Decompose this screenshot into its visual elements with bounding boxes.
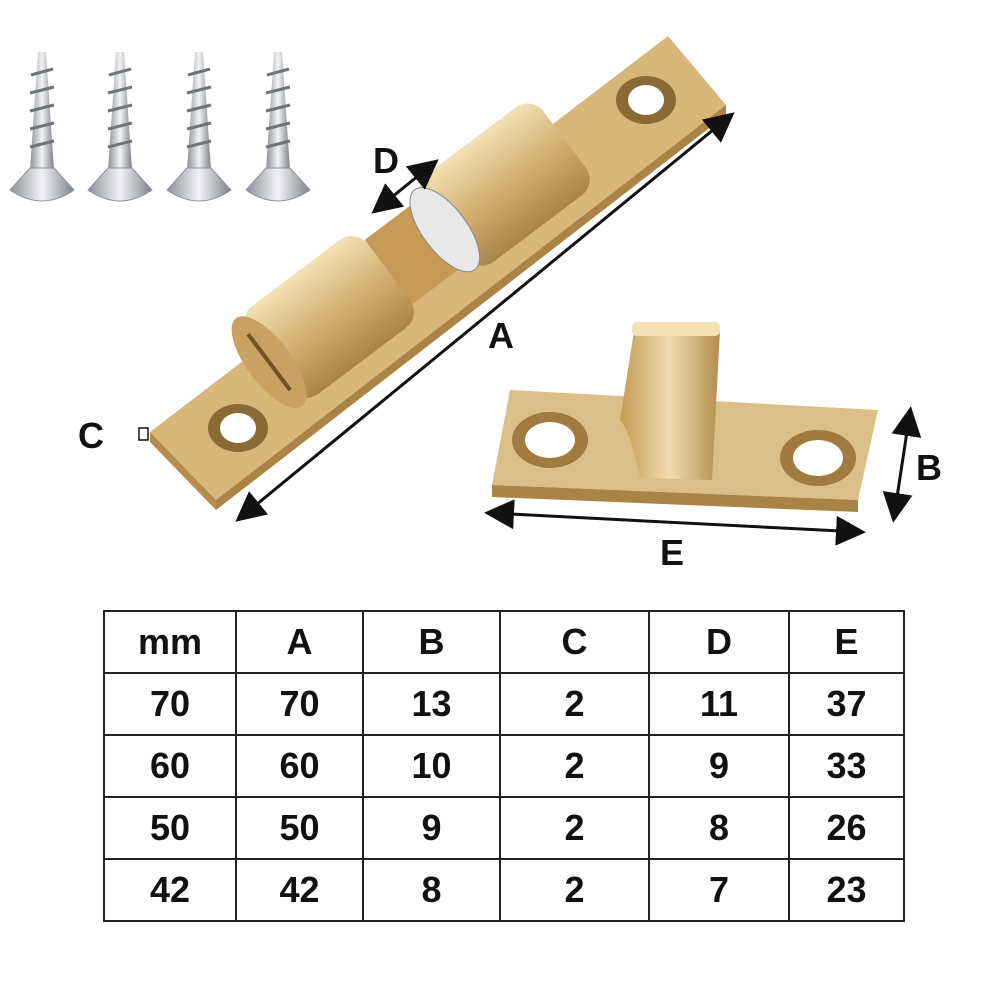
table-cell: 70 bbox=[235, 672, 364, 736]
header-cell: mm bbox=[103, 610, 237, 674]
label-a: A bbox=[488, 315, 514, 356]
dimension-lines bbox=[138, 112, 922, 546]
table-cell: 60 bbox=[235, 734, 364, 798]
table-cell: 50 bbox=[103, 796, 237, 860]
dimension-arrow-e bbox=[484, 499, 866, 546]
header-cell: C bbox=[499, 610, 650, 674]
label-e: E bbox=[660, 532, 685, 573]
table-cell: 10 bbox=[362, 734, 501, 798]
table-cell: 2 bbox=[499, 734, 650, 798]
header-cell: E bbox=[788, 610, 905, 674]
table-cell: 42 bbox=[103, 858, 237, 922]
strike-plate bbox=[492, 322, 878, 512]
dimension-arrow-a bbox=[235, 112, 735, 522]
table-header-row: mm A B C D E bbox=[103, 610, 905, 674]
table-cell: 70 bbox=[103, 672, 237, 736]
dimension-arrow-b bbox=[882, 406, 922, 523]
table-cell: 13 bbox=[362, 672, 501, 736]
table-cell: 9 bbox=[362, 796, 501, 860]
screw-icon bbox=[9, 52, 75, 202]
table-cell: 23 bbox=[788, 858, 905, 922]
thickness-marker-c bbox=[138, 427, 149, 441]
dimension-arrow-d bbox=[371, 159, 439, 214]
screws bbox=[9, 52, 311, 202]
table-cell: 42 bbox=[235, 858, 364, 922]
table-cell: 2 bbox=[499, 796, 650, 860]
header-cell: D bbox=[648, 610, 790, 674]
label-b: B bbox=[916, 447, 942, 488]
table-cell: 9 bbox=[648, 734, 790, 798]
product-illustration bbox=[9, 36, 922, 546]
table-cell: 26 bbox=[788, 796, 905, 860]
table-cell: 8 bbox=[362, 858, 501, 922]
table-cell: 50 bbox=[235, 796, 364, 860]
label-d: D bbox=[373, 140, 399, 181]
table-cell: 8 bbox=[648, 796, 790, 860]
table-cell: 2 bbox=[499, 672, 650, 736]
screw-icon bbox=[87, 52, 153, 202]
label-c: C bbox=[78, 415, 104, 456]
screw-icon bbox=[245, 52, 311, 202]
table-cell: 37 bbox=[788, 672, 905, 736]
table-cell: 7 bbox=[648, 858, 790, 922]
table-cell: 11 bbox=[648, 672, 790, 736]
table-cell: 60 bbox=[103, 734, 237, 798]
table-cell: 2 bbox=[499, 858, 650, 922]
header-cell: A bbox=[235, 610, 364, 674]
header-cell: B bbox=[362, 610, 501, 674]
table-cell: 33 bbox=[788, 734, 905, 798]
screw-icon bbox=[166, 52, 232, 202]
